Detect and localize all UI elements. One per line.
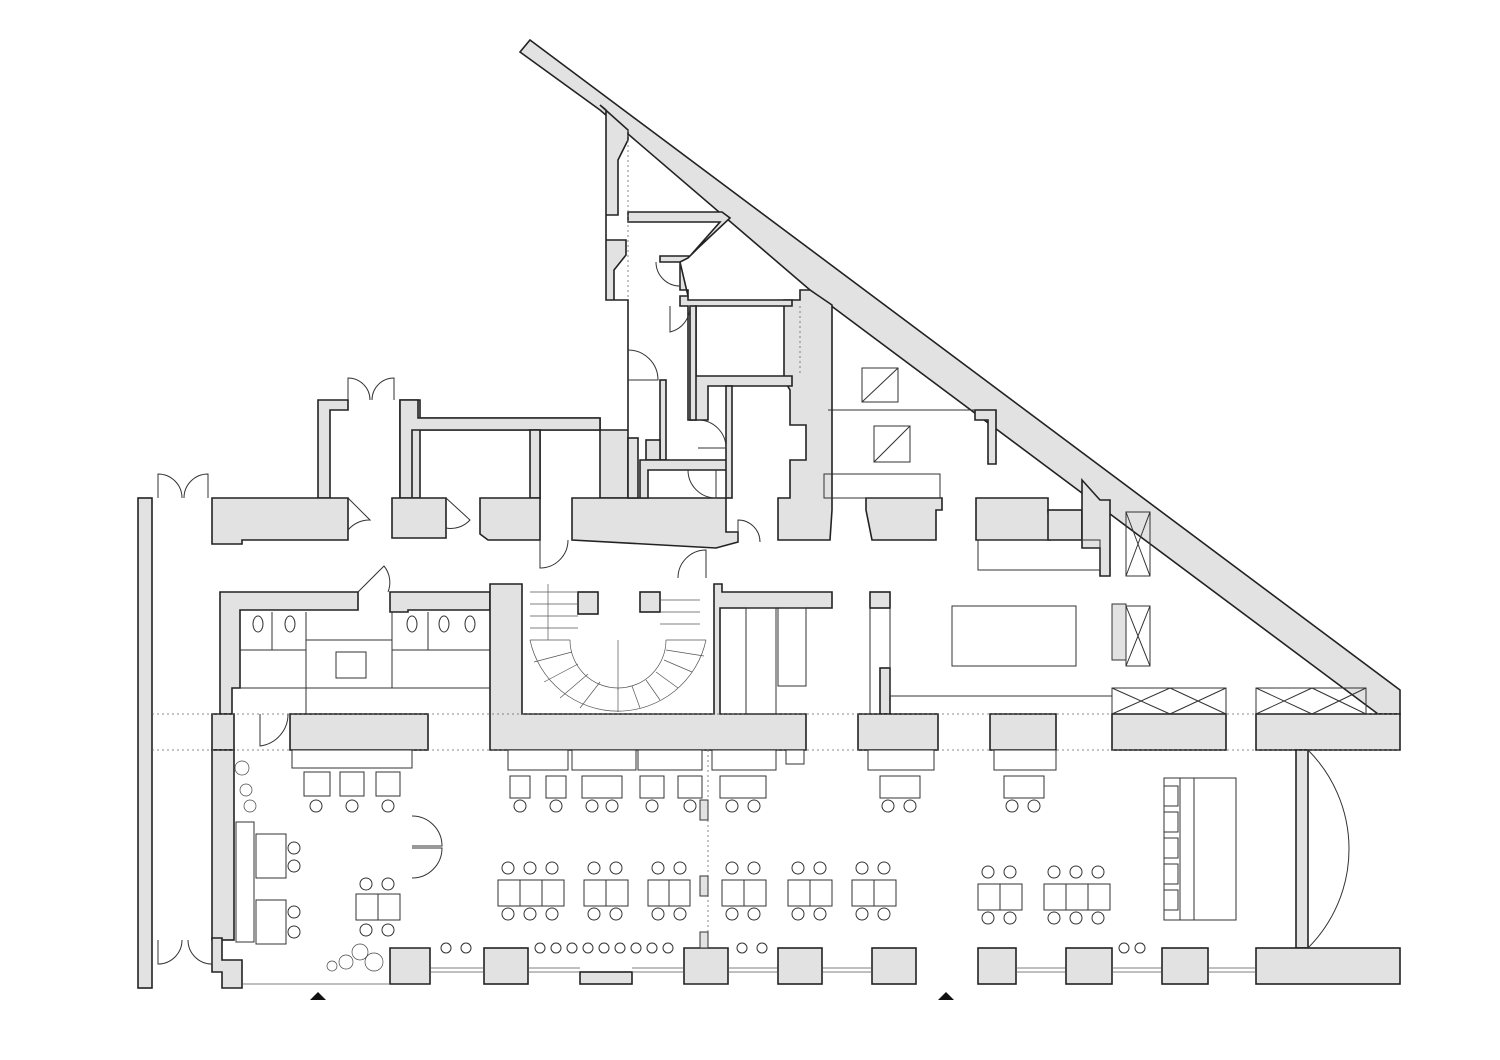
facade-pier-9 — [1255, 947, 1401, 985]
facade-pier-4 — [777, 947, 823, 985]
wing-lower-wall — [639, 459, 729, 499]
facade-pier-8 — [1161, 947, 1209, 985]
hall-pier-1 — [289, 713, 429, 751]
pier-4 — [571, 497, 739, 549]
wing-west-wall — [399, 104, 629, 499]
facade-pier-5 — [871, 947, 917, 985]
column-stem — [879, 667, 891, 715]
entrance-marker-west — [310, 992, 326, 1000]
hall-pier-4 — [1111, 713, 1227, 751]
hall-pier-w — [211, 713, 235, 751]
pier-5 — [777, 289, 833, 541]
outer-west-wall — [137, 497, 153, 989]
facade-pier-1 — [389, 947, 431, 985]
kitchen-fixtures — [745, 367, 1367, 715]
hall-pier-5 — [1255, 713, 1401, 751]
wing-room-walls — [627, 211, 793, 421]
facade-pier-2 — [483, 947, 529, 985]
facade-glazing — [242, 967, 1256, 985]
wc-block-wall-right — [389, 591, 491, 613]
tables — [255, 771, 1111, 945]
bar-and-banquettes — [235, 749, 1237, 949]
door-swings — [157, 261, 1350, 965]
chairs — [287, 799, 1146, 954]
north-room-divider — [529, 429, 541, 499]
inner-west-wall — [211, 749, 235, 941]
wing-stair-wall — [627, 437, 639, 499]
pier-2 — [391, 497, 447, 539]
stair-pillar-2 — [639, 591, 661, 613]
column-top — [869, 591, 891, 609]
wc-block-wall — [219, 591, 359, 715]
east-hall-wall — [1295, 749, 1309, 949]
facade-pier-6 — [977, 947, 1017, 985]
kitchen-wall-c — [1081, 477, 1111, 577]
wing-closet-wall — [659, 379, 667, 461]
stair-pillar-1 — [577, 591, 599, 615]
facade-pier-7 — [1065, 947, 1113, 985]
pier-7 — [975, 497, 1051, 541]
wing-east-partition — [725, 385, 733, 499]
wing-room-partition — [689, 305, 697, 421]
pier-6 — [865, 497, 943, 541]
hall-pier-3 — [989, 713, 1057, 751]
pier-1 — [211, 497, 349, 545]
entrance-marker-east — [938, 992, 954, 1000]
spiral-staircase — [529, 584, 707, 712]
kitchen-wall-a — [974, 409, 997, 465]
north-room-wall-left — [317, 399, 349, 499]
wing-closet-box — [645, 439, 661, 461]
facade-pier-3 — [683, 947, 729, 985]
kitchen-wall-b — [1047, 509, 1083, 541]
stair-core-wall — [489, 583, 833, 751]
inner-west-wall-low — [211, 937, 243, 989]
planter-shrubs — [234, 760, 384, 972]
hall-pier-2 — [857, 713, 939, 751]
facade-sill — [579, 971, 633, 985]
pier-3 — [479, 497, 541, 541]
wc-fixtures — [240, 612, 490, 714]
diagonal-wall — [518, 38, 1401, 715]
north-room-wall-mid — [399, 399, 601, 499]
